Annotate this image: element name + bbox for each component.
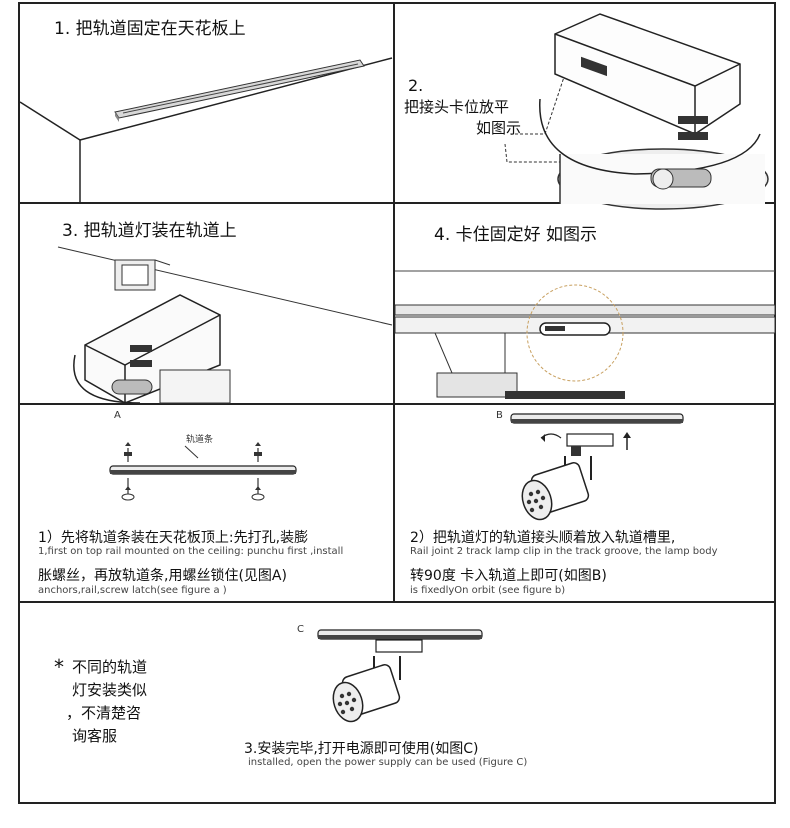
- connector-illustration: [504, 13, 769, 210]
- divider-row-1: [18, 202, 776, 204]
- rail-strip-label: 轨道条: [186, 435, 214, 445]
- figure-b-text-en-1: Rail joint 2 track lamp clip in the trac…: [410, 546, 718, 557]
- figure-a-text-cn-1: 1）先将轨道条装在天花板顶上:先打孔,装膨: [38, 530, 309, 546]
- ceiling-rail-illustration: [19, 57, 393, 202]
- note-asterisk: *: [54, 655, 64, 679]
- figure-a-text-cn-2: 胀螺丝，再放轨道条,用螺丝锁住(见图A): [38, 568, 287, 584]
- note-line-1: 不同的轨道: [72, 658, 148, 676]
- figure-b-label: B: [496, 410, 503, 421]
- figure-a-text-en-1: 1,first on top rail mounted on the ceili…: [38, 546, 344, 557]
- divider-vertical-top: [393, 2, 395, 602]
- step-2-line-1: 把接头卡位放平: [404, 98, 510, 116]
- figure-a-label: A: [114, 410, 121, 421]
- fixed-connector-illustration: [394, 270, 776, 399]
- figure-b-illustration: [510, 413, 684, 521]
- step-3-title: 3. 把轨道灯装在轨道上: [62, 221, 237, 241]
- step-2-number: 2.: [408, 76, 424, 95]
- figure-c-text-en: installed, open the power supply can be …: [248, 757, 528, 768]
- divider-row-3: [18, 601, 776, 603]
- note-line-4: 询客服: [72, 727, 118, 745]
- note-line-3: ，不清楚咨: [66, 704, 142, 722]
- figure-a-text-en-2: anchors,rail,screw latch(see figure a ): [38, 585, 227, 596]
- divider-row-2: [18, 403, 776, 405]
- mount-lamp-illustration: [57, 246, 393, 404]
- figure-c-illustration: [317, 629, 483, 723]
- figure-a-illustration: [109, 442, 297, 501]
- figure-b-text-cn-2: 转90度 卡入轨道上即可(如图B): [410, 568, 607, 584]
- note-line-2: 灯安装类似: [72, 681, 148, 699]
- figure-c-text-cn: 3.安装完毕,打开电源即可使用(如图C): [244, 741, 479, 757]
- step-2-line-2: 如图示: [476, 119, 522, 137]
- step-4-title: 4. 卡住固定好 如图示: [434, 225, 598, 245]
- figure-b-text-en-2: is fixedlyOn orbit (see figure b): [410, 585, 566, 596]
- step-1-title: 1. 把轨道固定在天花板上: [54, 19, 246, 39]
- figure-c-label: C: [297, 624, 304, 635]
- figure-b-text-cn-1: 2）把轨道灯的轨道接头顺着放入轨道槽里,: [410, 530, 676, 546]
